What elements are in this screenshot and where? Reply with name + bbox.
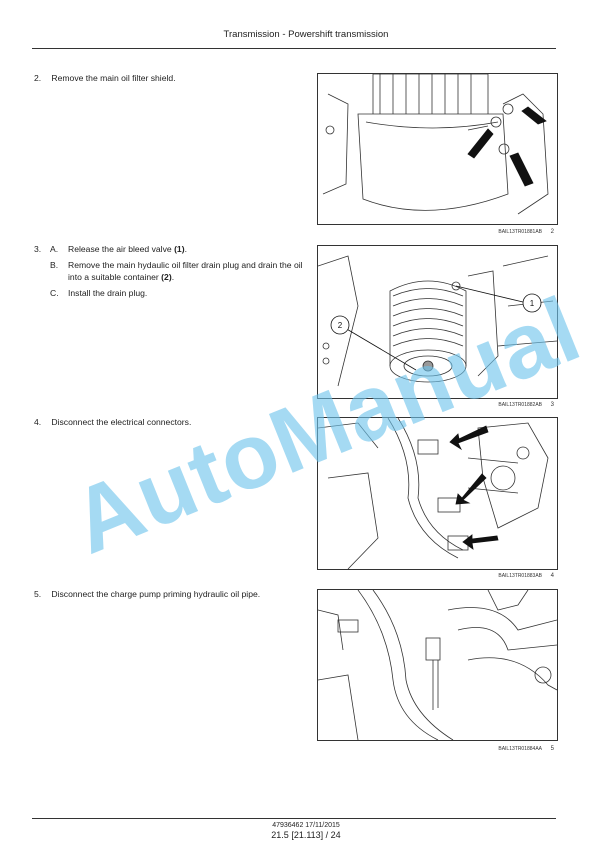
footer-doc-id: 47936462 17/11/2015: [272, 822, 340, 829]
step-3: 3. A. Release the air bleed valve (1). B…: [34, 243, 304, 299]
figure-oil-filter-shield: [317, 73, 558, 225]
step-2: 2. Remove the main oil filter shield.: [34, 72, 304, 85]
substep-period: .: [184, 244, 187, 254]
page-header-title: Transmission - Powershift transmission: [223, 29, 389, 40]
step-5: 5. Disconnect the charge pump priming hy…: [34, 588, 304, 601]
substep-text: Install the drain plug.: [68, 287, 148, 298]
callout-ref: (2): [161, 272, 172, 282]
callout-2: 2: [338, 321, 343, 330]
figure-hydraulic-filter: 1 2: [317, 245, 558, 399]
substep-c: C. Install the drain plug.: [34, 287, 304, 300]
figure-number: 2: [550, 229, 554, 235]
step-number: 5.: [34, 589, 42, 599]
step-number: 3.: [34, 244, 42, 254]
substep-letter: B.: [50, 259, 59, 270]
figure-code: BAIL13TR01884AA: [498, 746, 542, 752]
callout-1: 1: [530, 299, 535, 308]
figure-number: 4: [550, 573, 554, 579]
substep-letter: C.: [50, 287, 59, 298]
figure-code: BAIL13TR01881AB: [498, 229, 542, 235]
figure-electrical-connectors: [317, 417, 558, 570]
figure-code: BAIL13TR01882AB: [498, 402, 542, 408]
substep-letter: A.: [50, 244, 59, 254]
substep-text: Release the air bleed valve: [68, 244, 172, 254]
step-text: Disconnect the charge pump priming hydra…: [51, 589, 261, 599]
figure-charge-pump-pipe: [317, 589, 558, 741]
footer-page-number: 21.5 [21.113] / 24: [271, 830, 341, 840]
footer-rule: [32, 818, 556, 819]
step-text: Remove the main oil filter shield.: [51, 73, 176, 83]
step-number: 2.: [34, 73, 42, 83]
step-number: 4.: [34, 417, 42, 427]
figure-code: BAIL13TR01883AB: [498, 573, 542, 579]
substep-a: A. Release the air bleed valve (1).: [34, 243, 304, 256]
header-rule: [32, 48, 556, 49]
step-4: 4. Disconnect the electrical connectors.: [34, 416, 304, 429]
callout-ref: (1): [174, 244, 185, 254]
substep-text: Remove the main hydaulic oil filter drai…: [68, 259, 303, 283]
figure-number: 5: [550, 746, 554, 752]
step-text: Disconnect the electrical connectors.: [51, 417, 192, 427]
substep-b: B. Remove the main hydaulic oil filter d…: [34, 259, 304, 284]
figure-number: 3: [550, 402, 554, 408]
substep-period: .: [171, 272, 175, 282]
